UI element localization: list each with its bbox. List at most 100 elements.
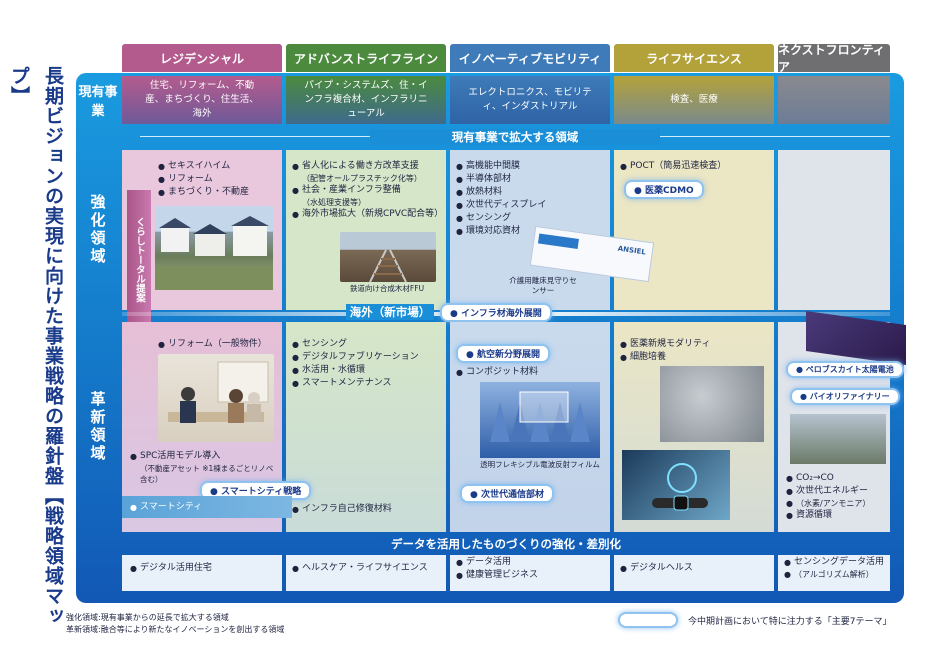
existing-text: パイプ・システムズ、住・インフラ複合材、インフラリニューアル: [304, 80, 428, 119]
life-strengthen-list: POCT（簡易迅速検査）: [620, 160, 770, 173]
list-item: 高機能中間膜: [456, 160, 606, 173]
residential-strengthen-list: セキスイハイム リフォーム まちづくり・不動産: [158, 160, 278, 199]
composite-photo: [480, 382, 600, 458]
strengthen-cell-lifescience: [614, 150, 774, 310]
pill-text: スマートシティ戦略: [221, 487, 302, 497]
column-header-mobility: イノベーティブモビリティ: [450, 44, 610, 72]
existing-cell-frontier: [778, 76, 890, 124]
existing-text: 住宅、リフォーム、不動産、まちづくり、住生活、海外: [145, 80, 259, 119]
existing-text: 検査、医療: [670, 94, 718, 105]
cell-culture-photo: [660, 366, 764, 442]
digital-health-photo: [622, 450, 730, 520]
list-item: センシング: [456, 212, 606, 225]
list-item: 半導体部材: [456, 173, 606, 186]
list-item: スマートシティ: [130, 501, 280, 514]
railway-illustration: [369, 249, 407, 283]
list-item: 資源循環: [786, 509, 896, 522]
existing-cell-mobility: エレクトロニクス、モビリティ、インダストリアル: [450, 76, 610, 124]
sensor-label: ANSIEL: [617, 244, 647, 257]
list-item: 省人化による働き方改革支援 （配管オールプラスチック化等）: [292, 160, 444, 184]
list-item-text: 社会・産業インフラ整備: [302, 185, 401, 195]
list-item: インフラ自己修復材料: [292, 503, 444, 516]
pill-biorefinery: ● バイオリファイナリー: [790, 388, 900, 405]
existing-text: エレクトロニクス、モビリティ、インダストリアル: [468, 87, 592, 112]
list-item: セキスイハイム: [158, 160, 278, 173]
pill-text: 航空新分野展開: [477, 350, 541, 360]
list-item-sub: （水素/アンモニア）: [786, 498, 896, 509]
row-label-innovation: 革新領域: [88, 391, 107, 463]
column-header-residential: レジデンシャル: [122, 44, 282, 72]
pill-text: 医薬CDMO: [645, 186, 694, 196]
list-item: コンポジット材料: [456, 366, 606, 379]
pill-cdmo: ● 医薬CDMO: [624, 180, 704, 199]
list-item: スマートメンテナンス: [292, 377, 444, 390]
legend-swatch: [618, 612, 678, 628]
residential-innovation-list: リフォーム（一般物件）: [158, 338, 278, 351]
list-item: 細胞培養: [620, 351, 770, 364]
film-caption: 透明フレキシブル電波反射フィルム: [480, 460, 600, 469]
pill-text: バイオリファイナリー: [809, 392, 890, 401]
list-item: 健康管理ビジネス: [456, 569, 606, 582]
lifeline-self-repair-list: インフラ自己修復材料: [292, 503, 444, 516]
list-item: SPC活用モデル導入: [130, 450, 280, 463]
list-item: リフォーム（一般物件）: [158, 338, 278, 351]
house-photo: [155, 206, 273, 290]
list-item: リフォーム: [158, 173, 278, 186]
list-item: 環境対応資材: [456, 225, 606, 238]
house-illustration: [155, 216, 273, 290]
life-innovation-list: 医薬新規モダリティ 細胞培養: [620, 338, 770, 364]
data-list-residential: デジタル活用住宅: [130, 562, 280, 575]
list-item: ヘルスケア・ライフサイエンス: [292, 562, 442, 575]
data-list-lifeline: ヘルスケア・ライフサイエンス: [292, 562, 442, 575]
railway-caption: 鉄道向け合成木材FFU: [349, 284, 425, 293]
column-header-lifescience: ライフサイエンス: [614, 44, 774, 72]
list-item: CO₂→CO: [786, 472, 896, 485]
lifeline-strengthen-list: 省人化による働き方改革支援 （配管オールプラスチック化等） 社会・産業インフラ整備…: [292, 160, 444, 221]
row-label-strengthen-wrap: 強化領域: [76, 150, 120, 310]
list-item: デジタル活用住宅: [130, 562, 280, 575]
reform-photo: [158, 354, 274, 442]
pill-next-gen-comm: ● 次世代通信部材: [460, 484, 555, 503]
plant-photo: [790, 414, 886, 464]
list-item-sub: （配管オールプラスチック化等）: [302, 174, 422, 183]
sensor-strip: [537, 233, 579, 249]
data-list-lifescience: デジタルヘルス: [620, 562, 770, 575]
list-item: POCT（簡易迅速検査）: [620, 160, 770, 173]
smart-city-list: スマートシティ: [130, 501, 280, 514]
list-item: 放熱材料: [456, 186, 606, 199]
band-overseas: 海外（新市場）: [340, 304, 440, 320]
mobility-innovation-list: コンポジット材料: [456, 366, 606, 379]
list-item: 海外市場拡大（新規CPVC配合等）: [292, 208, 444, 221]
existing-cell-lifeline: パイプ・システムズ、住・インフラ複合材、インフラリニューアル: [286, 76, 446, 124]
list-item-sub: （アルゴリズム解析）: [784, 569, 888, 580]
pill-text: インフラ材海外展開: [461, 309, 542, 319]
pill-perovskite: ● ペロブスカイト太陽電池: [786, 361, 904, 378]
composite-illustration: [490, 391, 590, 442]
list-item: データ活用: [456, 556, 606, 569]
list-item: デジタルファブリケーション: [292, 351, 444, 364]
list-item-text: 省人化による働き方改革支援: [302, 161, 419, 171]
digital-health-illustration: [652, 463, 708, 511]
frontier-innovation-list: CO₂→CO 次世代エネルギー （水素/アンモニア） 資源循環: [786, 472, 896, 522]
reform-illustration: [168, 361, 269, 423]
row-label-existing: 現有事業: [78, 85, 118, 119]
legend-label: 今中期計画において特に注力する「主要7テーマ」: [688, 617, 892, 627]
pill-infra-overseas: ● インフラ材海外展開: [440, 303, 552, 322]
footnote-strengthen: 強化領域:現有事業からの延長で拡大する領域: [66, 613, 229, 622]
mobility-strengthen-list: 高機能中間膜 半導体部材 放熱材料 次世代ディスプレイ センシング 環境対応資材: [456, 160, 606, 238]
existing-cell-lifescience: 検査、医療: [614, 76, 774, 124]
footnotes: 強化領域:現有事業からの延長で拡大する領域 革新領域:融合等により新たなイノベー…: [66, 612, 366, 636]
list-item: デジタルヘルス: [620, 562, 770, 575]
list-item: 医薬新規モダリティ: [620, 338, 770, 351]
row-label-innovation-wrap: 革新領域: [76, 322, 120, 532]
pill-text: ペロブスカイト太陽電池: [805, 365, 894, 374]
vertical-title: 長期ビジョンの実現に向けた事業戦略の羅針盤【戦略領域マップ】: [8, 66, 64, 626]
column-header-lifeline: アドバンストライフライン: [286, 44, 446, 72]
pill-aviation: ● 航空新分野展開: [456, 344, 551, 363]
kurashi-label: くらしトータル提案: [134, 217, 145, 303]
pill-smart-city: ● スマートシティ戦略: [200, 481, 312, 500]
band-expand: 現有事業で拡大する領域: [370, 129, 660, 145]
band-overseas-text: 海外（新市場）: [345, 304, 435, 320]
data-list-mobility: データ活用 健康管理ビジネス: [456, 556, 606, 582]
row-label-strengthen: 強化領域: [88, 194, 107, 266]
